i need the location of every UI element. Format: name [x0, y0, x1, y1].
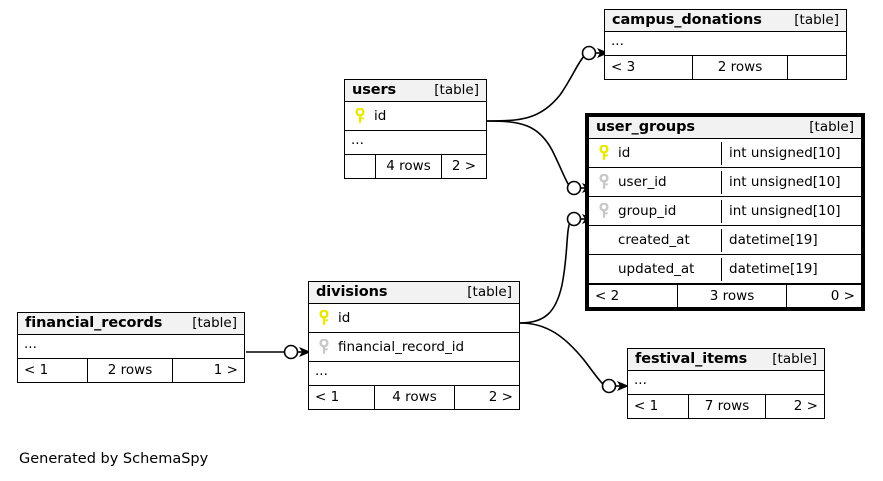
column-cell: id	[589, 142, 721, 165]
table-divisions[interactable]: divisions [table] id	[308, 281, 520, 410]
table-users[interactable]: users [table] id ... 4 rows 2 >	[344, 79, 487, 179]
column-type: int unsigned[10]	[721, 170, 861, 194]
table-type-tag: [table]	[772, 351, 817, 367]
hidden-columns-ellipsis: ...	[309, 362, 519, 386]
column-type: datetime[19]	[721, 257, 861, 281]
hidden-columns-ellipsis: ...	[628, 371, 824, 395]
table-title: users	[352, 82, 397, 98]
column-cell: group_id	[589, 200, 721, 223]
column-name: financial_record_id	[338, 338, 465, 355]
table-financial-records[interactable]: financial_records [table] ... < 1 2 rows…	[17, 312, 245, 383]
column-name: id	[338, 309, 351, 326]
column-type: int unsigned[10]	[721, 141, 861, 165]
table-row[interactable]: group_id int unsigned[10]	[589, 197, 861, 226]
table-type-tag: [table]	[809, 119, 854, 135]
column-cell: financial_record_id	[309, 336, 519, 359]
table-title: divisions	[316, 284, 388, 300]
column-name: group_id	[618, 202, 677, 219]
footer-children-count[interactable]: 0 >	[830, 287, 855, 304]
footer-children-count[interactable]	[788, 56, 846, 79]
footer-children-count[interactable]: 1 >	[213, 362, 238, 378]
table-footer: < 1 2 rows 1 >	[18, 359, 244, 382]
table-row[interactable]: financial_record_id	[309, 333, 519, 362]
table-footer: < 3 2 rows	[605, 56, 846, 79]
footer-row-count: 4 rows	[376, 155, 442, 178]
table-footer: < 1 7 rows 2 >	[628, 395, 824, 418]
footer-children-count[interactable]: 2 >	[488, 389, 513, 405]
table-campus-donations[interactable]: campus_donations [table] ... < 3 2 rows	[604, 9, 847, 80]
column-type: datetime[19]	[721, 228, 861, 252]
edge-users-user-groups	[486, 120, 594, 196]
column-name: updated_at	[618, 260, 695, 277]
column-name: id	[618, 144, 631, 161]
footer-row-count: 3 rows	[678, 285, 787, 307]
table-row[interactable]: user_id int unsigned[10]	[589, 168, 861, 197]
footer-parents-count[interactable]: < 1	[628, 395, 689, 418]
table-festival-items[interactable]: festival_items [table] ... < 1 7 rows 2 …	[627, 348, 825, 419]
hidden-columns-ellipsis: ...	[605, 32, 846, 56]
foreign-key-icon	[597, 201, 611, 219]
column-name: created_at	[618, 231, 690, 248]
table-row[interactable]: updated_at datetime[19]	[589, 255, 861, 284]
hidden-columns-ellipsis: ...	[345, 131, 486, 155]
footer-row-count: 2 rows	[693, 56, 788, 79]
table-title: user_groups	[596, 119, 695, 135]
footer-children-count[interactable]: 2 >	[451, 158, 477, 174]
primary-key-icon	[317, 308, 331, 326]
table-header: divisions [table]	[309, 282, 519, 304]
table-header: user_groups [table]	[589, 117, 861, 139]
column-name: user_id	[618, 173, 667, 190]
column-cell: id	[309, 307, 519, 330]
primary-key-icon	[597, 143, 611, 161]
generated-by-caption: Generated by SchemaSpy	[19, 451, 209, 467]
column-name: id	[374, 107, 387, 124]
column-type: int unsigned[10]	[721, 199, 861, 223]
foreign-key-icon	[597, 172, 611, 190]
table-footer: 4 rows 2 >	[345, 155, 486, 178]
edge-financial-records-divisions	[246, 344, 311, 360]
column-cell: updated_at	[589, 258, 721, 281]
table-title: financial_records	[25, 315, 163, 331]
primary-key-icon	[353, 106, 367, 124]
table-header: campus_donations [table]	[605, 10, 846, 32]
footer-parents-count[interactable]: < 3	[605, 56, 693, 79]
table-row[interactable]: id int unsigned[10]	[589, 139, 861, 168]
table-row[interactable]: id	[309, 304, 519, 333]
edge-users-campus-donations	[486, 45, 609, 122]
footer-parents-count[interactable]: < 1	[18, 359, 88, 382]
footer-row-count: 2 rows	[88, 359, 173, 382]
table-header: users [table]	[345, 80, 486, 102]
table-row[interactable]: id	[345, 102, 486, 131]
table-header: festival_items [table]	[628, 349, 824, 371]
edge-divisions-festival-items	[519, 322, 629, 394]
table-type-tag: [table]	[794, 12, 839, 28]
footer-children-count[interactable]: 2 >	[793, 398, 818, 414]
footer-parents-count[interactable]	[345, 155, 376, 178]
table-user-groups[interactable]: user_groups [table] id int unsigned[10]	[585, 113, 865, 311]
foreign-key-icon	[317, 337, 331, 355]
table-footer: < 2 3 rows 0 >	[589, 284, 861, 307]
hidden-columns-ellipsis: ...	[18, 335, 244, 359]
edge-divisions-user-groups	[519, 211, 594, 324]
column-cell: id	[345, 105, 486, 128]
column-cell: user_id	[589, 171, 721, 194]
table-type-tag: [table]	[192, 315, 237, 331]
table-header: financial_records [table]	[18, 313, 244, 335]
table-title: campus_donations	[612, 12, 762, 28]
footer-row-count: 4 rows	[375, 386, 455, 409]
table-footer: < 1 4 rows 2 >	[309, 386, 519, 409]
table-type-tag: [table]	[434, 82, 479, 98]
footer-parents-count[interactable]: < 2	[589, 285, 678, 307]
footer-row-count: 7 rows	[689, 395, 766, 418]
column-cell: created_at	[589, 229, 721, 252]
table-title: festival_items	[635, 351, 748, 367]
table-type-tag: [table]	[467, 284, 512, 300]
footer-parents-count[interactable]: < 1	[309, 386, 375, 409]
table-row[interactable]: created_at datetime[19]	[589, 226, 861, 255]
